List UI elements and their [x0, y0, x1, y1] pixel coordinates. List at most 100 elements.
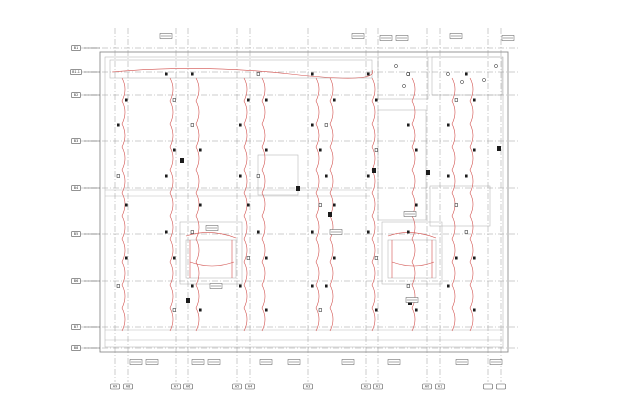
- light-fixture-icon: [415, 148, 418, 152]
- light-fixture-icon: [199, 203, 202, 207]
- device-tag: [341, 359, 355, 365]
- device-tag: [387, 359, 401, 365]
- grid-column-label: A7: [174, 385, 178, 389]
- electrical-panel-icon: [372, 168, 376, 173]
- device-tag: [329, 229, 343, 235]
- circuit-run: [195, 77, 200, 332]
- top-right-room-2: [431, 56, 503, 96]
- light-fixture-icon: [190, 230, 194, 234]
- building-walls: [99, 51, 509, 353]
- device-tag: [259, 359, 273, 365]
- light-fixture-icon: [256, 174, 260, 178]
- light-fixture-icon: [173, 148, 176, 152]
- circuit-run: [111, 68, 373, 79]
- device-tag: [395, 35, 409, 41]
- light-fixture-icon: [173, 256, 176, 260]
- light-fixture-icon: [367, 230, 370, 234]
- light-fixture-icon: [311, 72, 314, 76]
- light-fixture-icon: [256, 72, 260, 76]
- junction-box-icon: [482, 78, 486, 82]
- light-fixture-icon: [324, 123, 328, 127]
- device-tag: [489, 359, 503, 365]
- grid-bubble-icon: B8: [71, 345, 81, 351]
- light-fixture-icon: [375, 98, 378, 102]
- grid-bubble-icon: B4: [71, 185, 81, 191]
- grid-bubble-icon: B3: [71, 138, 81, 144]
- light-fixture-icon: [464, 230, 468, 234]
- light-fixture-icon: [199, 148, 202, 152]
- light-fixture-icon: [265, 148, 268, 152]
- grid-bubble-icon: B2: [71, 92, 81, 98]
- light-fixture-icon: [265, 98, 268, 102]
- shaft-right: [377, 109, 427, 221]
- grid-bubble-icon: A9: [110, 383, 120, 390]
- device-tags: [129, 33, 515, 365]
- grid-row-label: B6: [74, 279, 78, 283]
- stair-core-left-inner: [185, 239, 237, 279]
- light-fixture-icon: [325, 174, 328, 178]
- light-fixture-icon: [239, 174, 242, 178]
- light-fixture-icon: [311, 284, 314, 288]
- grid-bubble-icon: B1.1: [70, 69, 82, 75]
- grid-row-label: B2: [74, 93, 78, 97]
- light-fixture-icon: [165, 230, 168, 234]
- light-fixture-icon: [447, 284, 450, 288]
- light-fixture-icon: [367, 174, 370, 178]
- junction-box-icon: [402, 84, 406, 88]
- grid-row-label: B4: [74, 186, 78, 190]
- light-fixture-icon: [473, 308, 476, 312]
- light-fixture-icon: [257, 230, 260, 234]
- circuit-run: [185, 232, 237, 267]
- device-tag: [405, 297, 419, 303]
- circuit-run: [121, 77, 126, 332]
- device-tag: [205, 225, 219, 231]
- device-tag: [159, 33, 173, 39]
- device-tag: [449, 33, 463, 39]
- light-fixture-icon: [407, 123, 410, 127]
- light-fixture-icon: [125, 98, 128, 102]
- light-fixture-icon: [473, 148, 476, 152]
- circuit-run: [387, 232, 437, 267]
- circuit-run: [411, 77, 416, 332]
- light-fixture-icon: [199, 308, 202, 312]
- light-fixture-icon: [125, 256, 128, 260]
- circuit-run: [451, 77, 456, 332]
- stair-core-right-inner: [387, 239, 437, 279]
- grid-bubble-icon: A3: [303, 383, 313, 390]
- light-fixture-icon: [447, 174, 450, 178]
- top-right-room: [377, 56, 429, 100]
- electrical-panel-icon: [186, 298, 190, 303]
- junction-box-icon: [394, 64, 398, 68]
- device-tag: [191, 359, 205, 365]
- room-mid-2: [429, 185, 491, 227]
- light-fixture-icon: [247, 203, 250, 207]
- device-tag: [129, 359, 143, 365]
- light-fixture-icon: [333, 98, 336, 102]
- circuit-runs: [111, 68, 474, 332]
- grid-column-label: A0: [425, 385, 429, 389]
- circuit-run: [391, 240, 433, 278]
- electrical-panel-icon: [296, 186, 300, 191]
- light-fixture-icon: [333, 203, 336, 207]
- light-fixture-icon: [172, 98, 176, 102]
- grid-bubble-icon: A2: [361, 383, 371, 390]
- device-tag: [207, 359, 221, 365]
- device-tag: [379, 35, 393, 41]
- device-tag: [351, 33, 365, 39]
- circuit-run: [169, 77, 174, 332]
- grid-column-label: A5: [235, 385, 239, 389]
- circuit-run: [243, 77, 248, 332]
- circuit-run: [189, 240, 233, 278]
- light-fixture-icon: [375, 308, 378, 312]
- light-fixture-icon: [246, 256, 250, 260]
- light-fixture-icon: [465, 174, 468, 178]
- light-fixture-icon: [454, 203, 458, 207]
- junction-box-icon: [446, 72, 450, 76]
- light-fixture-icon: [116, 284, 120, 288]
- light-fixture-icon: [265, 256, 268, 260]
- light-fixture-icon: [465, 72, 468, 76]
- grid-row-label: B1.1: [72, 70, 80, 74]
- light-fixture-icon: [311, 230, 314, 234]
- light-fixture-icon: [247, 98, 250, 102]
